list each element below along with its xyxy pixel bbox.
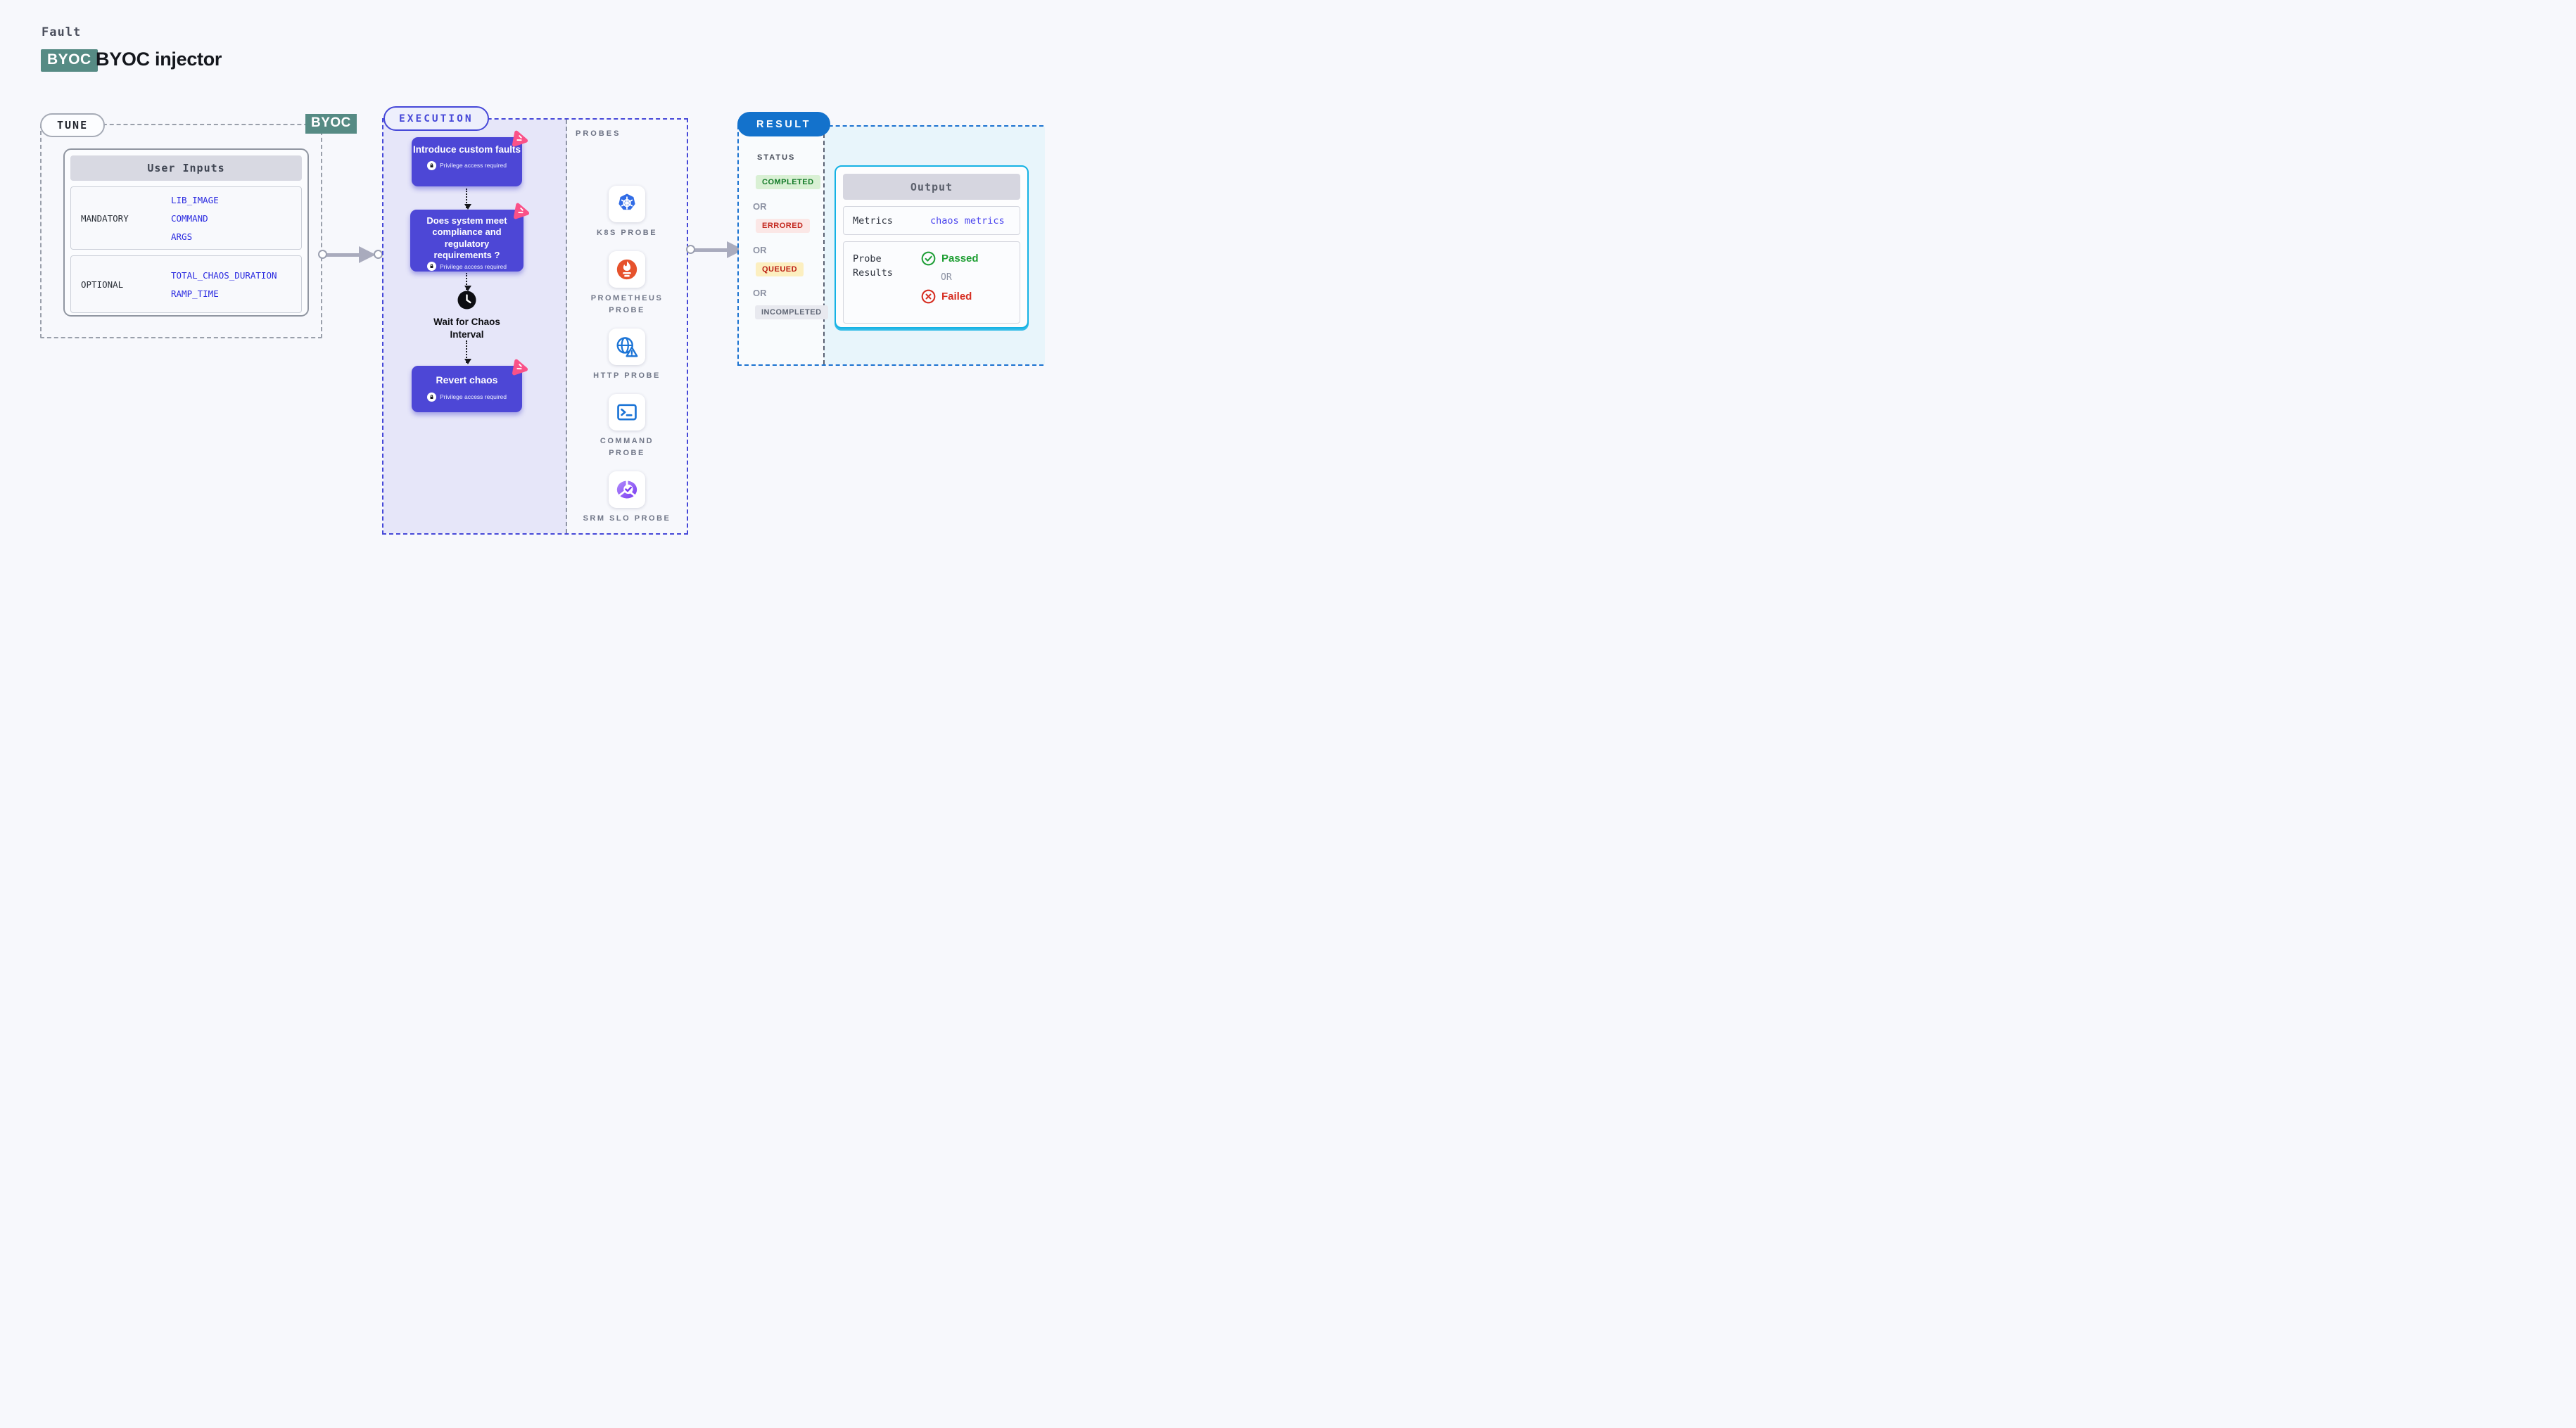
http-globe-warning-icon (616, 337, 638, 357)
probe-card (609, 471, 645, 509)
probe-k8s: K8S PROBE (582, 186, 672, 239)
output-title: Output (843, 174, 1020, 200)
byoc-title-badge: BYOC (41, 49, 98, 72)
chaos-fault-icon (512, 359, 528, 376)
input-lib-image: LIB_IMAGE (171, 194, 219, 205)
input-args: ARGS (171, 231, 193, 242)
probe-command: COMMAND PROBE (582, 394, 672, 459)
slo-donut-check-icon (616, 480, 637, 499)
terminal-icon (617, 404, 637, 421)
kubernetes-icon (618, 193, 635, 210)
passed-label: Passed (941, 253, 979, 264)
byoc-corner-badge: BYOC (305, 114, 357, 134)
probe-label: PROMETHEUS PROBE (590, 294, 664, 315)
execution-pill: EXECUTION (383, 106, 489, 131)
chaos-fault-icon (512, 130, 528, 147)
or-separator: OR (753, 201, 767, 212)
probe-label: COMMAND PROBE (599, 437, 654, 458)
step-introduce-custom-faults: Introduce custom faults Privilege access… (412, 130, 528, 186)
lock-icon (427, 392, 437, 402)
wait-step-title: Wait for Chaos Interval (433, 317, 500, 340)
result-pill: RESULT (737, 112, 830, 136)
tune-section: TUNE BYOC User Inputs MANDATORY LIB_IMAG… (40, 113, 357, 338)
fault-category-label: Fault (42, 25, 82, 39)
flow-arrow (464, 340, 471, 364)
byoc-injector-diagram: Fault BYOC BYOC injector TUNE BYOC User … (0, 0, 1103, 611)
privilege-note: Privilege access required (440, 262, 507, 270)
status-area (739, 127, 824, 364)
lock-icon (427, 160, 437, 170)
mandatory-label: MANDATORY (81, 212, 129, 224)
step-title: Introduce custom faults (412, 144, 521, 155)
input-ramp-time: RAMP_TIME (171, 288, 219, 299)
probe-card (609, 251, 645, 288)
optional-label: OPTIONAL (81, 279, 124, 290)
optional-inputs-row: OPTIONAL TOTAL_CHAOS_DURATION RAMP_TIME (70, 255, 302, 313)
probe-label: HTTP PROBE (593, 371, 661, 381)
probe-results-row: Probe Results Passed OR Failed (843, 241, 1020, 324)
or-separator: OR (753, 288, 767, 298)
status-badge-incompleted: INCOMPLETED (755, 305, 828, 319)
status-heading: STATUS (757, 153, 796, 162)
chaos-fault-icon (513, 203, 530, 219)
execution-flow-area (383, 120, 567, 533)
step-revert-chaos: Revert chaos Privilege access required (412, 359, 528, 412)
mandatory-inputs-row: MANDATORY LIB_IMAGE COMMAND ARGS (70, 186, 302, 250)
input-total-chaos-duration: TOTAL_CHAOS_DURATION (171, 269, 277, 281)
lock-icon (427, 262, 437, 271)
execution-section (382, 118, 688, 535)
probe-card (609, 186, 645, 222)
flow-arrow (464, 189, 471, 210)
check-circle-icon (921, 251, 936, 266)
status-badge-errored: ERRORED (756, 219, 810, 233)
probe-label: K8S PROBE (596, 229, 658, 237)
metrics-row: Metrics chaos metrics (843, 206, 1020, 235)
failed-label: Failed (941, 291, 972, 302)
step-title: Revert chaos (436, 374, 498, 385)
probe-prometheus: PROMETHEUS PROBE (582, 251, 672, 317)
flow-arrow (464, 273, 471, 291)
metrics-label: Metrics (853, 215, 893, 227)
page-title: BYOC injector (96, 49, 222, 70)
status-badge-completed: COMPLETED (756, 175, 820, 189)
probe-results-label: Probe Results (853, 253, 893, 279)
step-title: Does system meet compliance and regulato… (426, 215, 507, 260)
probe-card (609, 329, 645, 366)
probe-label: SRM SLO PROBE (583, 514, 671, 523)
probe-result-passed: Passed (921, 251, 979, 266)
clock-icon (457, 291, 476, 310)
probe-result-failed: Failed (921, 289, 979, 304)
or-separator: OR (941, 272, 952, 283)
output-card: Output Metrics chaos metrics Probe Resul… (835, 165, 1029, 329)
step-compliance-check: Does system meet compliance and regulato… (410, 203, 530, 272)
step-wait-for-chaos-interval: Wait for Chaos Interval (417, 291, 516, 340)
probe-card (609, 394, 645, 431)
input-command: COMMAND (171, 212, 208, 224)
probes-heading: PROBES (576, 129, 621, 138)
prometheus-icon (616, 259, 637, 280)
or-separator: OR (753, 245, 767, 255)
probe-srm-slo: SRM SLO PROBE (582, 471, 672, 525)
status-output-divider (823, 127, 825, 364)
metrics-value: chaos metrics (930, 215, 1005, 227)
x-circle-icon (921, 289, 936, 304)
execution-probes-divider (566, 120, 567, 533)
probe-list: K8S PROBE PROMETHEUS PROBE (566, 186, 688, 525)
user-inputs-card: User Inputs MANDATORY LIB_IMAGE COMMAND … (63, 148, 309, 317)
status-badge-queued: QUEUED (756, 262, 804, 276)
privilege-note: Privilege access required (440, 393, 507, 400)
tune-to-execution-arrow (318, 246, 383, 263)
user-inputs-title: User Inputs (70, 155, 302, 181)
probe-http: HTTP PROBE (582, 329, 672, 382)
privilege-note: Privilege access required (440, 162, 507, 170)
tune-pill: TUNE (40, 113, 106, 137)
